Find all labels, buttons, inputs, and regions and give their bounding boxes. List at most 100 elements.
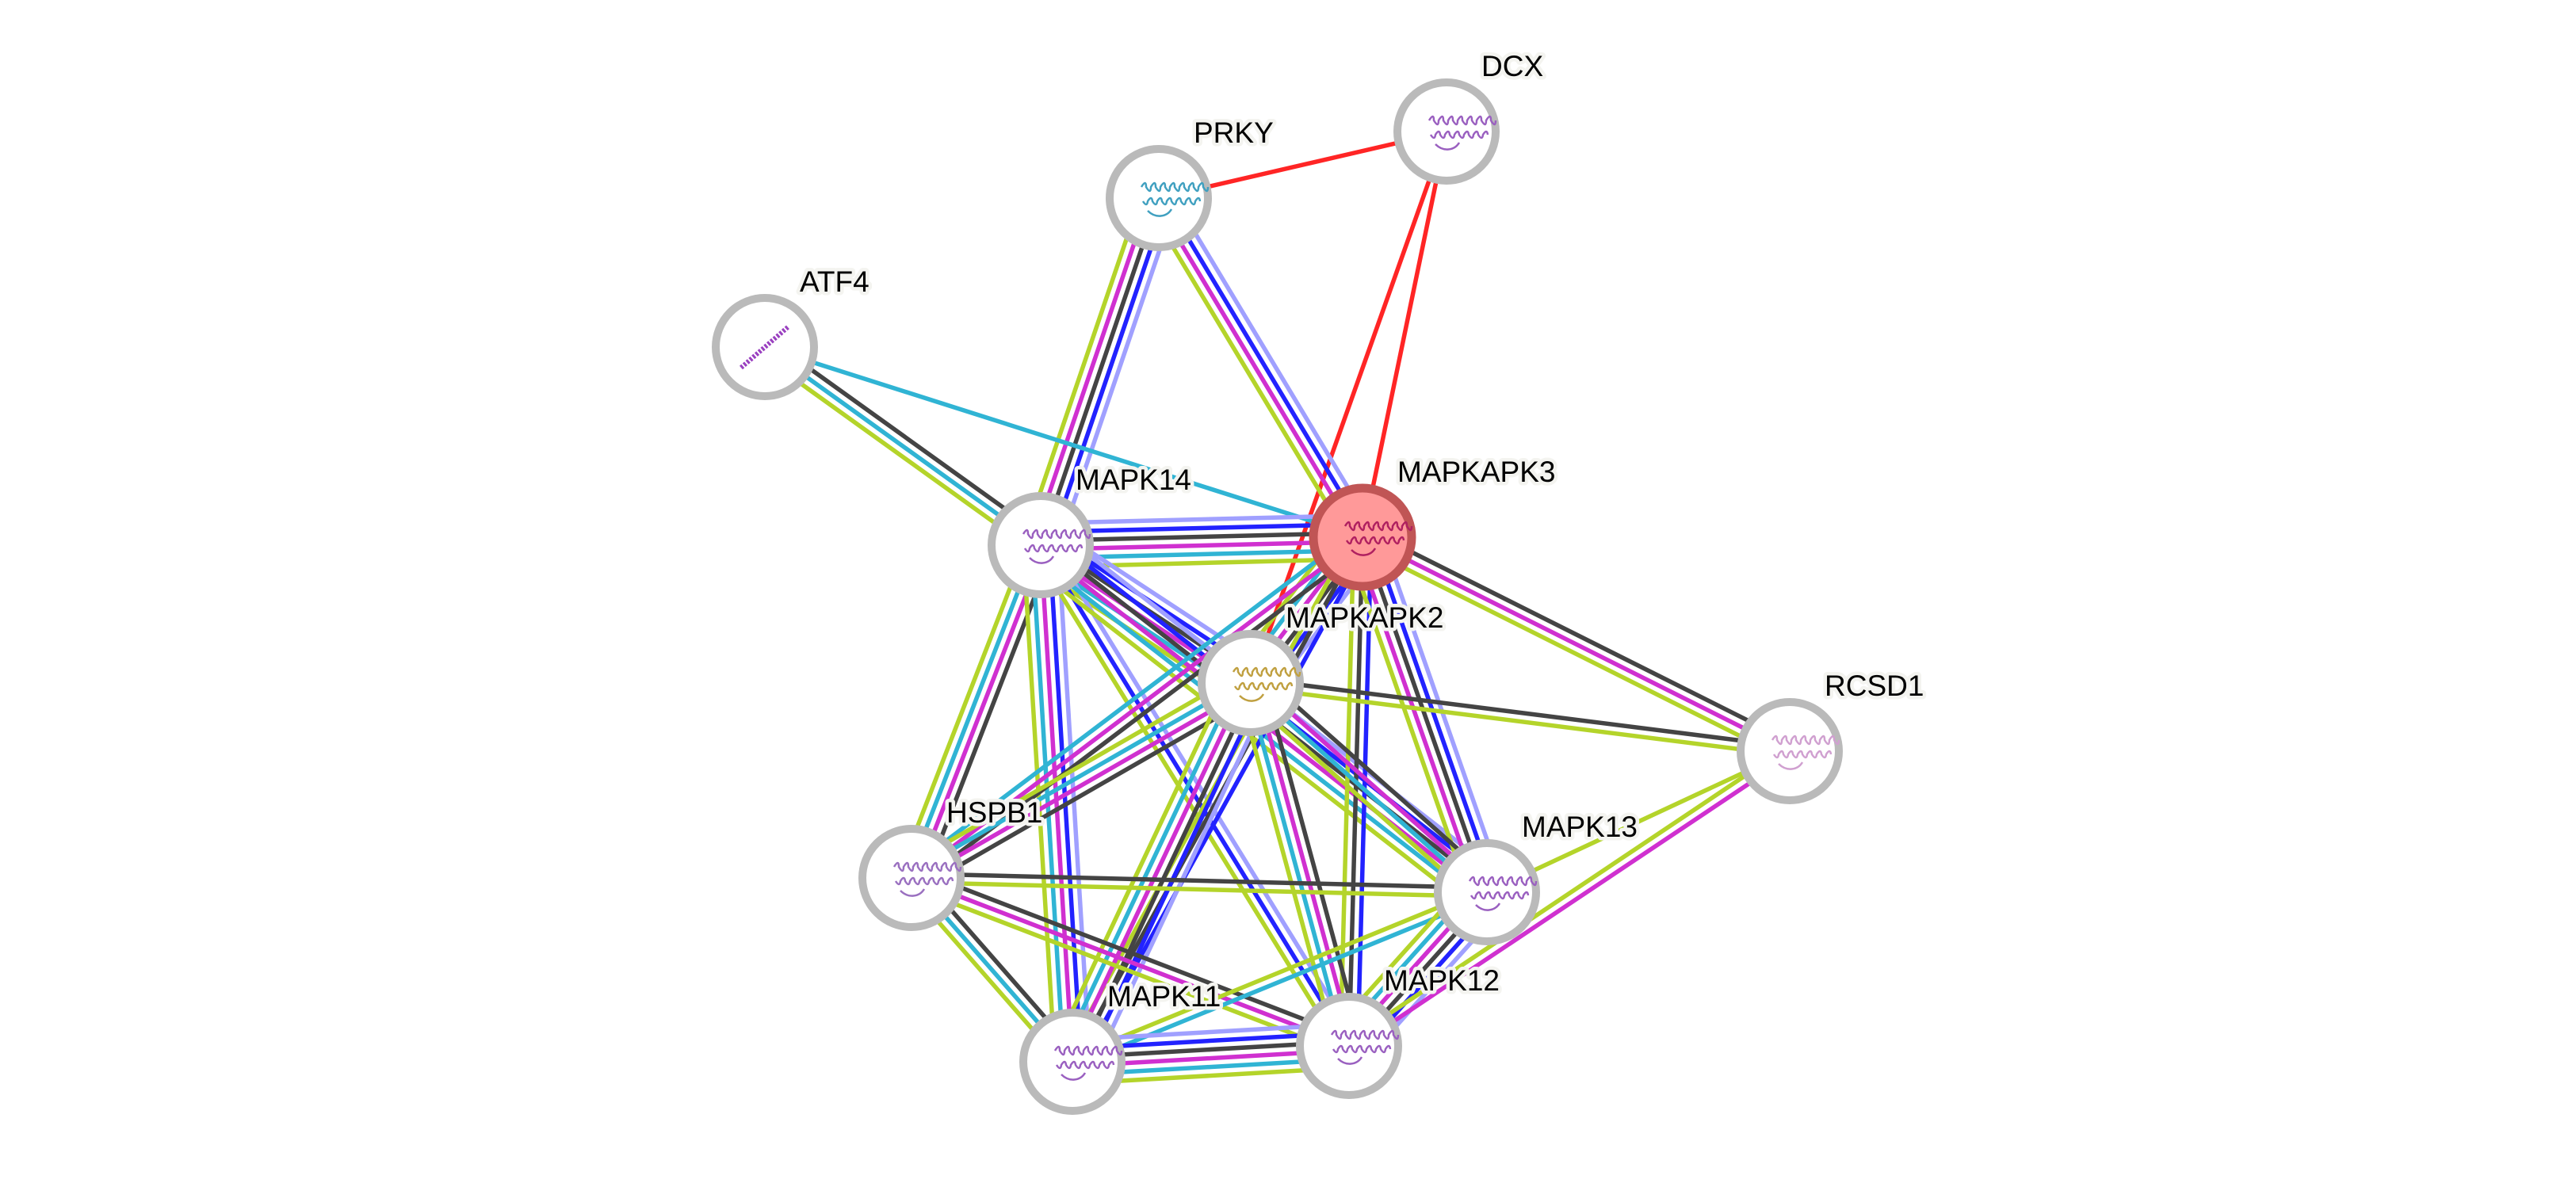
edge-evidence-experiments [1041,539,1363,552]
edge-dcx-mapkapk3[interactable] [1360,131,1449,538]
node-mapk13[interactable]: MAPK13 [1434,807,1642,945]
edge-evidence-textmining [1249,685,1790,758]
node-mapk14[interactable]: MAPK14 [988,460,1195,598]
edge-evidence-homology [1377,530,1506,887]
edge-mapkapk3-rcsd1[interactable] [1357,527,1795,761]
node-dcx[interactable]: DCX [1393,47,1547,185]
node-label: ATF4 [800,265,869,298]
node-label: MAPK14 [1076,464,1191,496]
edge-evidence-databases [764,345,1363,540]
edge-evidence-databases [904,529,1359,873]
edge-evidence-coexpression [1360,536,1489,893]
node-label: MAPK11 [1107,980,1221,1013]
edge-evidence-coexpression [768,338,1048,540]
edge-evidence-coexpression [913,868,1353,1040]
edge-evidence-coexpression [1365,527,1795,746]
node-mapk12[interactable]: MAPK12 [1296,961,1504,1099]
edge-evidence-coexpression [1040,530,1363,544]
edge-evidence-textmining [1485,749,1791,895]
protein-structure-icon [1771,735,1840,770]
edge-evidence-experiments [1030,194,1153,544]
edge-evidence-homology [1168,190,1376,532]
edge-dcx-mapkapk2[interactable] [1248,131,1449,684]
edge-evidence-experiments [912,685,1255,884]
edge-evidence-coexpression [1258,671,1497,884]
node-label: MAPK12 [1384,964,1500,997]
node-label: PRKY [1194,116,1274,149]
node-mapk11[interactable]: MAPK11 [1019,977,1225,1115]
edge-mapkapk2-mapk11[interactable] [1050,673,1273,1072]
edge-evidence-textmining [897,540,1031,875]
edge-evidence-cooccurrence [1046,200,1170,549]
edge-prky-mapk14[interactable] [1022,192,1178,551]
edge-rcsd1-mapk12[interactable] [1345,746,1794,1051]
edge-mapkapk2-mapk12[interactable] [1236,678,1364,1051]
edge-evidence-textmining [1022,192,1145,540]
edge-evidence-textmining [1345,746,1789,1044]
edge-evidence-textmining [908,883,1347,1056]
edge-evidence-cooccurrence [1040,521,1363,535]
edge-evidence-textmining [1240,691,1480,904]
node-atf4[interactable]: ATF4 [712,262,873,400]
edge-evidence-homology [1055,203,1178,551]
edges-layer [758,129,1795,1086]
node-label: DCX [1481,50,1543,82]
edge-evidence-textmining [1050,673,1233,1054]
edge-mapkapk2-rcsd1[interactable] [1249,676,1791,758]
node-label: RCSD1 [1825,670,1924,702]
edge-evidence-textmining [1236,685,1339,1051]
node-label: MAPKAPK3 [1397,456,1555,488]
edge-evidence-databases [1244,683,1347,1048]
protein-structure-icon [892,861,962,897]
node-mapkapk2[interactable]: MAPKAPK2 [1198,598,1447,736]
edge-evidence-experiments [1252,681,1355,1046]
protein-structure-icon [1140,181,1210,217]
edge-evidence-experiments [1350,753,1794,1051]
edge-hspb1-mapk13[interactable] [911,871,1488,899]
node-mapkapk3[interactable]: MAPKAPK3 [1309,452,1559,591]
edge-evidence-homology [1046,539,1359,1043]
edge-evidence-databases [908,677,1250,876]
edge-evidence-experiments [1352,539,1481,896]
edge-rcsd1-mapk13[interactable] [1485,749,1791,895]
edge-evidence-textmining [758,352,1038,555]
edge-atf4-mapkapk3[interactable] [764,345,1363,540]
edge-evidence-databases [1058,676,1241,1058]
edge-evidence-textmining [1021,546,1057,1063]
edge-evidence-experiments [1361,535,1791,754]
edge-evidence-homology [1056,544,1092,1061]
node-label: HSPB1 [946,796,1042,829]
node-hspb1[interactable]: HSPB1 [858,793,1046,931]
edge-evidence-fusion [1248,131,1449,684]
edge-evidence-experiments [1038,544,1075,1063]
edge-evidence-coexpression [1261,678,1364,1044]
edge-evidence-fusion [1360,131,1449,538]
edge-prky-mapkapk3[interactable] [1145,190,1376,545]
edge-evidence-textmining [1357,543,1787,761]
edge-mapk14-hspb1[interactable] [897,540,1055,883]
protein-structure-icon [1022,529,1091,564]
edge-evidence-textmining [911,880,1487,899]
edge-evidence-coexpression [912,871,1488,891]
edge-evidence-coexpression [1074,684,1257,1065]
protein-structure-icon [1428,115,1497,151]
node-rcsd1[interactable]: RCSD1 [1737,666,1928,804]
protein-structure-icon [1343,521,1413,556]
edge-mapkapk2-hspb1[interactable] [904,670,1259,891]
edge-evidence-coexpression [1251,676,1791,750]
protein-structure-icon [1053,1045,1123,1081]
edge-atf4-mapk14[interactable] [758,338,1048,555]
edge-evidence-coexpression [1038,197,1161,546]
edge-evidence-textmining [1069,886,1486,1060]
node-circle[interactable] [712,294,818,400]
protein-structure-icon [740,324,790,370]
node-label: MAPK13 [1522,811,1638,843]
edge-evidence-textmining [1343,542,1473,899]
edge-evidence-experiments [1152,199,1361,541]
node-prky[interactable]: PRKY [1106,113,1277,251]
node-label: MAPKAPK2 [1286,601,1443,634]
edge-hspb1-mapk12[interactable] [908,868,1353,1056]
